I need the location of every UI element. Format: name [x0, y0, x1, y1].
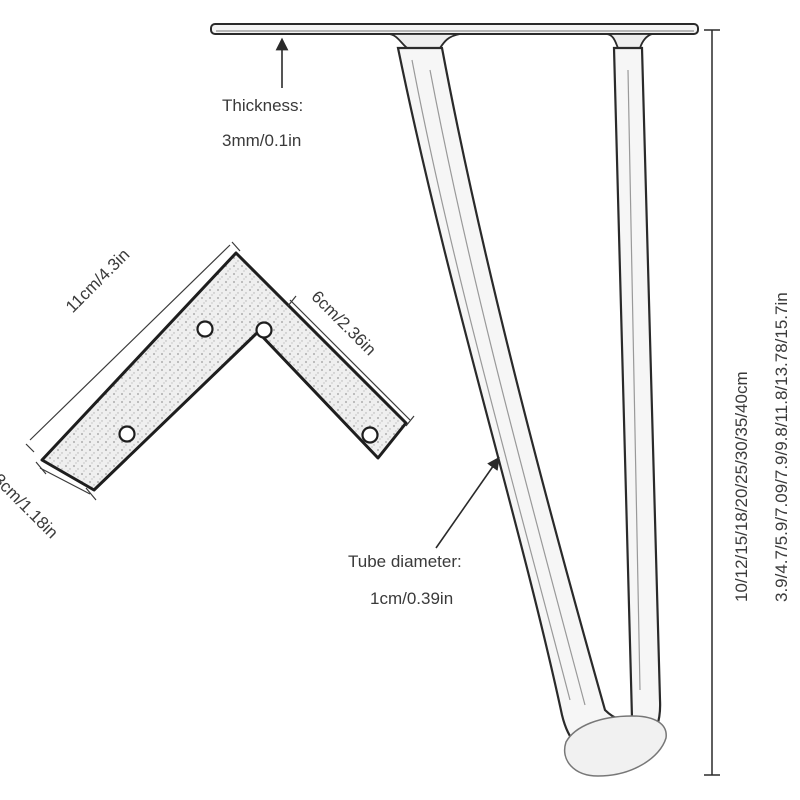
thickness-value: 3mm/0.1in: [222, 131, 302, 150]
bracket-hole: [196, 320, 214, 338]
tube-diameter-label: Tube diameter:: [348, 552, 462, 571]
l-bracket: [40, 251, 408, 492]
thickness-label: Thickness:: [222, 96, 304, 115]
bracket-hole: [255, 321, 273, 339]
bracket-hole: [118, 425, 136, 443]
height-cm-label: 10/12/15/18/20/25/30/35/40cm: [732, 371, 751, 602]
height-in-label: 3.9/4.7/5.9/7.09/7.9/9.8/11.8/13.78/15.7…: [772, 292, 791, 602]
hairpin-rod: [396, 46, 662, 760]
tube-diameter-value: 1cm/0.39in: [370, 589, 454, 608]
weld-right: [605, 33, 653, 49]
foot-cap: [563, 715, 667, 777]
mounting-plate: [210, 23, 699, 35]
height-dimension-line: [704, 29, 720, 776]
tube-diameter-arrow: [435, 456, 500, 549]
bracket-hole: [361, 426, 379, 444]
bracket-dimension-lines: [25, 241, 415, 501]
rod-shading: [411, 59, 641, 706]
